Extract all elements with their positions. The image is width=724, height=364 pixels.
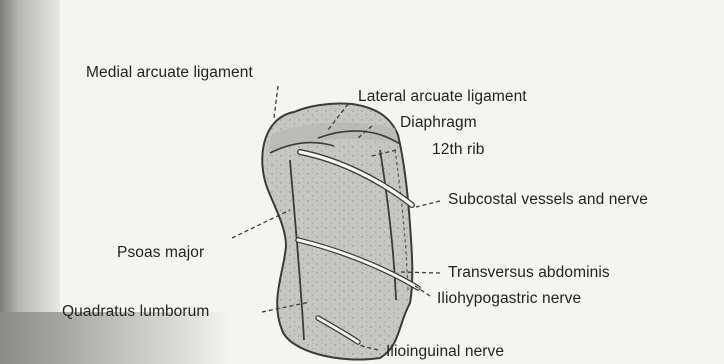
label-lateral-arcuate-ligament: Lateral arcuate ligament: [358, 88, 527, 106]
label-medial-arcuate-ligament: Medial arcuate ligament: [86, 64, 253, 82]
leader-subcostal: [416, 201, 440, 207]
label-transversus-abdominis: Transversus abdominis: [448, 264, 610, 282]
leader-iliohypogastric: [415, 286, 430, 296]
label-subcostal-vessels-and-nerve: Subcostal vessels and nerve: [448, 191, 648, 209]
label-ilioinguinal-nerve: Ilioinguinal nerve: [386, 343, 504, 361]
leader-medial-arcuate: [274, 86, 278, 118]
label-12th-rib: 12th rib: [432, 141, 485, 159]
label-diaphragm: Diaphragm: [400, 114, 477, 132]
label-iliohypogastric-nerve: Iliohypogastric nerve: [437, 290, 581, 308]
label-psoas-major: Psoas major: [117, 244, 204, 262]
label-quadratus-lumborum: Quadratus lumborum: [62, 303, 209, 321]
